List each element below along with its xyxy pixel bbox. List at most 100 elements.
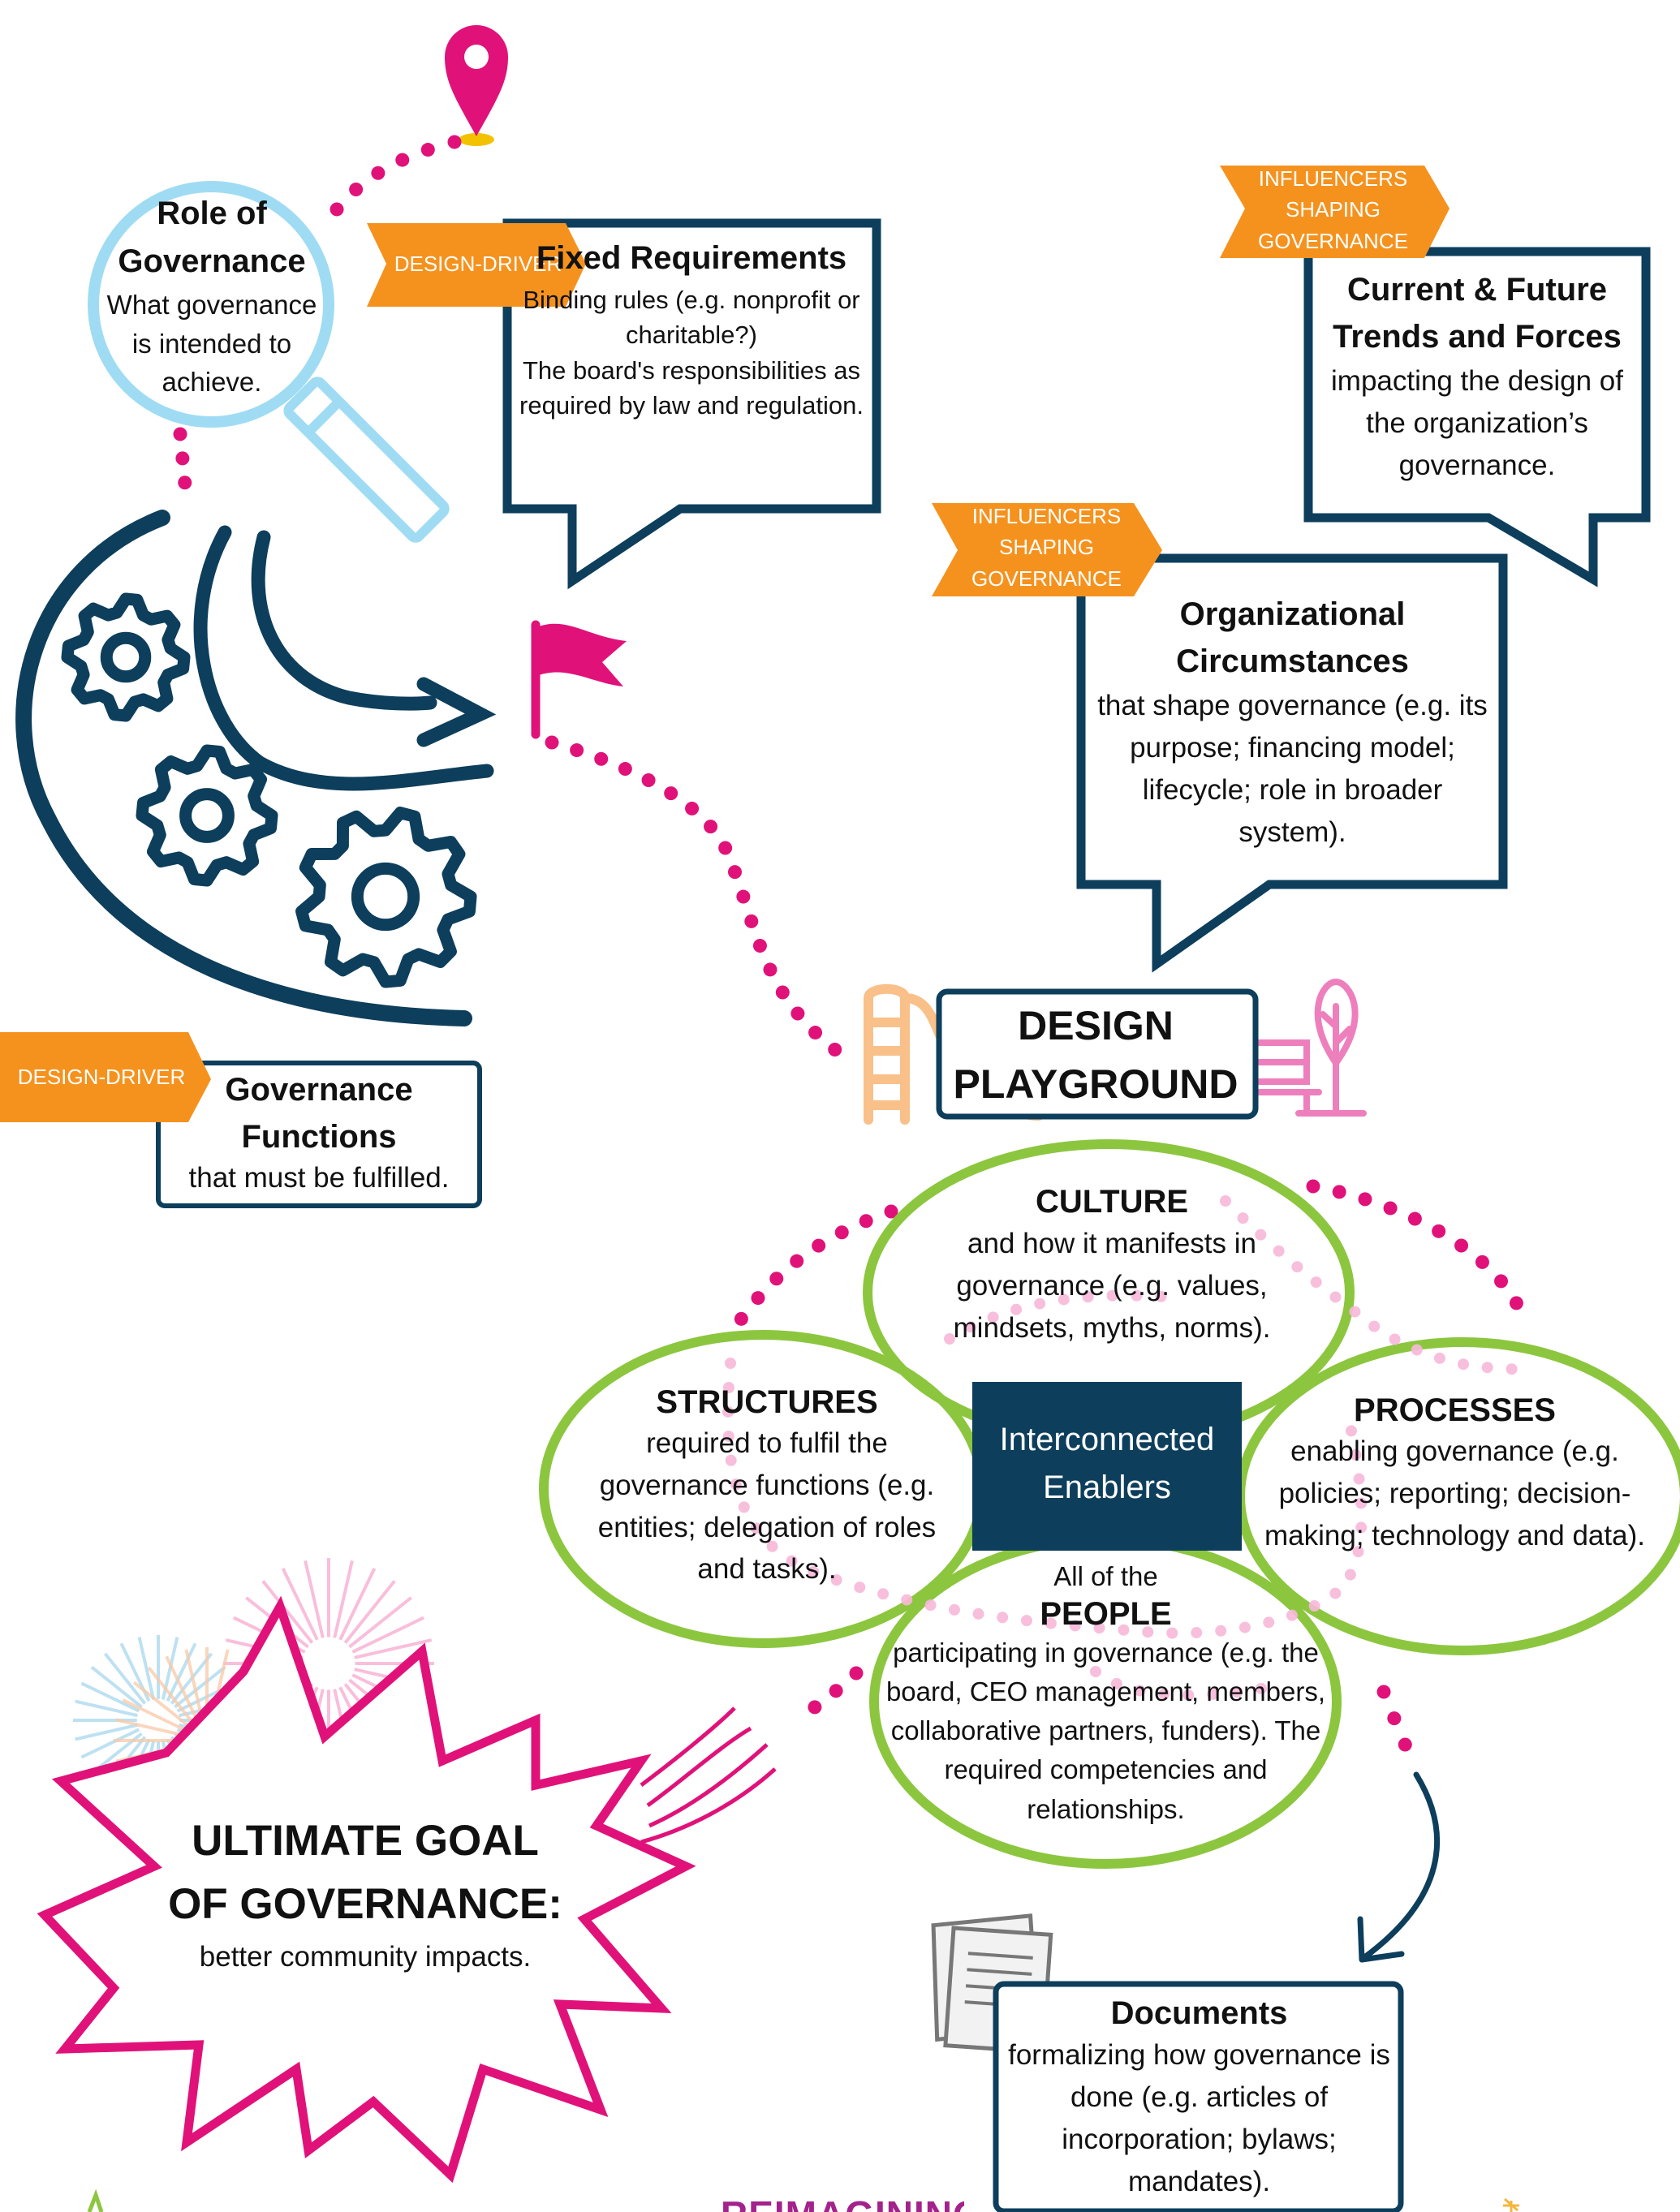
people-title: PEOPLE	[1040, 1595, 1172, 1632]
gear-icons	[61, 592, 477, 988]
firework-ray	[304, 1560, 325, 1638]
fixed-requirements-tag: DESIGN-DRIVER	[394, 252, 562, 276]
processes-text: enabling governance (e.g. policies; repo…	[1264, 1435, 1645, 1551]
firework-ray	[354, 1638, 433, 1659]
org-tag: INFLUENCERS SHAPING GOVERNANCE	[971, 504, 1122, 591]
playground-box	[936, 988, 1259, 1120]
firework-ray	[184, 1649, 204, 1719]
location-pin-icon	[445, 25, 508, 146]
enablers-center-box	[972, 1382, 1242, 1551]
fixed-title: Fixed Requirements	[536, 240, 847, 276]
starburst-shape	[37, 1595, 696, 2184]
firework-ray	[174, 1665, 226, 1709]
fixed-text-1: Binding rules (e.g. nonprofit or charita…	[523, 286, 860, 350]
dotted-path-enablers-bottom-left	[800, 1666, 864, 1719]
people-pre: All of the	[1053, 1561, 1158, 1591]
org-tag-shape	[932, 503, 1162, 596]
culture-text: and how it manifests in governance (e.g.…	[953, 1228, 1271, 1345]
dotted-path-enablers-left	[731, 1204, 898, 1330]
firework-ray	[348, 1596, 412, 1649]
firework-ray	[115, 1718, 185, 1737]
magnifier-icon	[88, 181, 450, 543]
firework-ray	[122, 1698, 187, 1732]
org-bubble	[1076, 553, 1508, 973]
culture: CULTURE and how it manifests in governan…	[917, 1181, 1307, 1349]
interconnected-enablers: Interconnected Enablers	[999, 1422, 1215, 1506]
firework-ray	[351, 1616, 424, 1654]
functions-tag-shape	[0, 1032, 211, 1122]
functions-box	[156, 1061, 482, 1208]
structures-title: STRUCTURES	[656, 1384, 878, 1420]
org-circumstances: Organizational Circumstances that shape …	[1092, 591, 1493, 854]
firework-ray	[75, 1699, 138, 1718]
org-text: that shape governance (e.g. its purpose;…	[1097, 690, 1488, 849]
trends-tag: INFLUENCERS SHAPING GOVERNANCE	[1258, 166, 1408, 253]
role-of-governance: Role of Governance What governance is in…	[97, 190, 326, 401]
trends: Current & Future Trends and Forces impac…	[1311, 266, 1643, 487]
gear-icon-middle-hub	[179, 788, 235, 843]
functions-title: Governance Functions	[225, 1072, 413, 1155]
gear-icon-middle	[136, 744, 278, 887]
firework-ray	[80, 1728, 140, 1759]
gear-icon-large-hub	[351, 862, 420, 932]
firework-ray	[338, 1568, 377, 1641]
governance-functions: Governance Functions that must be fulfil…	[162, 1066, 476, 1196]
firework-ray	[333, 1560, 354, 1638]
firework-ray	[132, 1681, 190, 1728]
flag-icon	[531, 620, 627, 739]
firework-ray	[165, 1655, 199, 1720]
design-playground: DESIGN PLAYGROUND	[953, 1003, 1238, 1107]
fixed-requirements-bubble	[502, 218, 881, 590]
documents: Documents formalizing how governance is …	[1002, 1992, 1396, 2204]
firework-ray	[80, 1681, 140, 1713]
role-text: What governance is intended to achieve.	[106, 290, 317, 397]
gear-icon-top	[61, 592, 191, 722]
culture-title: CULTURE	[1035, 1184, 1189, 1220]
processes-title: PROCESSES	[1354, 1392, 1556, 1428]
burst-speed-lines	[640, 1706, 777, 1844]
documents-text: formalizing how governance is done (e.g.…	[1008, 2039, 1390, 2198]
footer-leaf-icon	[87, 2188, 104, 2212]
trends-bubble	[1303, 247, 1651, 587]
dotted-path-left	[173, 427, 194, 509]
gear-icon-top-hub	[100, 631, 152, 683]
firework-ray	[261, 1580, 314, 1644]
dotted-path-enablers-right	[1306, 1179, 1533, 1332]
dotted-path-flag	[545, 735, 851, 1064]
firework-ray	[75, 1723, 138, 1741]
structures-text: required to fulfil the governance functi…	[597, 1427, 937, 1586]
process-arc-icon	[15, 510, 497, 1026]
fixed-requirements-tag-shape	[367, 223, 586, 307]
trends-text: impacting the design of the organization…	[1331, 365, 1623, 482]
ultimate-goal: ULTIMATE GOAL OF GOVERNANCE: better comm…	[146, 1810, 584, 1977]
role-title: Role of Governance	[118, 196, 306, 280]
gear-icon-large	[295, 807, 477, 988]
goal-text: better community impacts.	[199, 1940, 532, 1973]
people-text: participating in governance (e.g. the bo…	[885, 1637, 1326, 1824]
processes: PROCESSES enabling governance (e.g. poli…	[1262, 1390, 1648, 1556]
trends-title: Current & Future Trends and Forces	[1333, 272, 1622, 355]
dotted-path-top	[330, 135, 462, 217]
firework-ray	[90, 1665, 143, 1709]
firework-ray	[137, 1637, 156, 1700]
firework-ray	[166, 1642, 197, 1702]
footer-text: REIMAGINING	[721, 2193, 964, 2212]
trends-tag-shape	[1220, 166, 1450, 258]
firework-ray	[281, 1568, 319, 1641]
fixed-text-2: The board's responsibilities as required…	[519, 355, 864, 420]
documents-box	[993, 1981, 1404, 2212]
functions-text: that must be fulfilled.	[188, 1162, 450, 1194]
firework-ray	[103, 1652, 147, 1705]
footer-sparkle-icon	[1503, 2197, 1519, 2212]
documents-title: Documents	[1110, 1995, 1288, 2031]
fixed-requirements: Fixed Requirements Binding rules (e.g. n…	[519, 234, 864, 424]
dotted-path-enablers-bottom-right	[1376, 1685, 1415, 1760]
org-title: Organizational Circumstances	[1176, 596, 1409, 679]
people: All of the PEOPLE participating in gover…	[868, 1560, 1343, 1829]
goal-title: ULTIMATE GOAL OF GOVERNANCE:	[168, 1817, 562, 1929]
firework-ray	[147, 1666, 194, 1724]
arrow-to-documents-icon	[1357, 1771, 1440, 1963]
structures: STRUCTURES required to fulfil the govern…	[592, 1382, 941, 1590]
firework-ray	[343, 1580, 396, 1644]
functions-tag: DESIGN-DRIVER	[17, 1065, 186, 1089]
